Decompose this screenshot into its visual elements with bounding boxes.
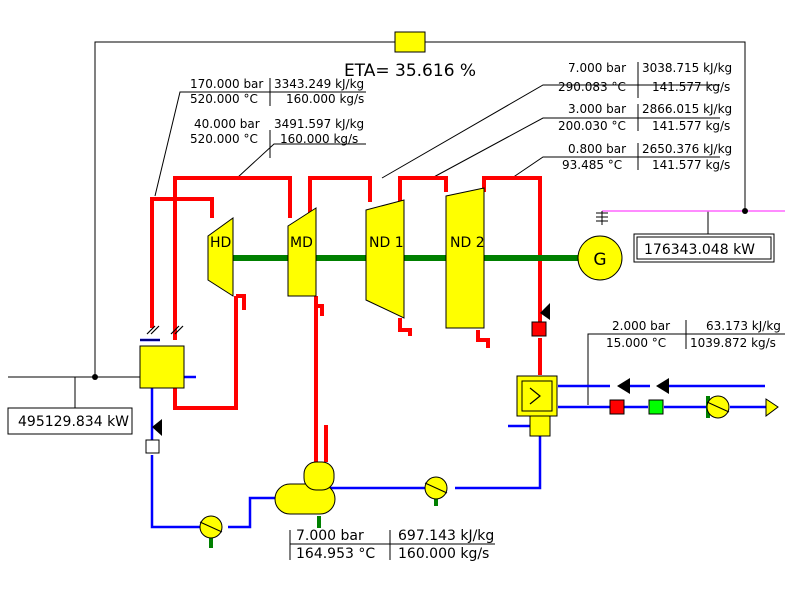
flow-arrow-icon (152, 419, 162, 436)
state-nd1-outlet: 3.000 bar 2866.015 kJ/kg 200.030 °C 141.… (558, 102, 732, 133)
boiler (139, 345, 185, 389)
junction-dot (92, 374, 98, 380)
md-label: MD (290, 235, 313, 251)
green-valve (648, 399, 664, 415)
boiler-power-box (7, 407, 133, 435)
svg-text:164.953 °C: 164.953 °C (296, 546, 375, 562)
svg-text:7.000 bar: 7.000 bar (568, 61, 626, 75)
generator-power-value: 176343.048 kW (644, 242, 755, 258)
generator (577, 235, 623, 281)
state-md-outlet: 7.000 bar 3038.715 kJ/kg 290.083 °C 141.… (558, 61, 732, 94)
flow-arrow-icon (540, 303, 550, 320)
efficiency-title: ETA= 35.616 % (344, 61, 476, 81)
nd2-turbine (445, 187, 485, 329)
svg-text:40.000 bar: 40.000 bar (194, 117, 260, 131)
svg-text:141.577 kg/s: 141.577 kg/s (652, 158, 730, 172)
cooling-inlet-marker (765, 398, 779, 417)
nd1-turbine (365, 199, 405, 319)
svg-text:290.083 °C: 290.083 °C (558, 80, 626, 94)
svg-text:7.000 bar: 7.000 bar (296, 528, 364, 544)
svg-text:93.485 °C: 93.485 °C (562, 158, 622, 172)
svg-text:3.000 bar: 3.000 bar (568, 102, 626, 116)
md-turbine (287, 207, 317, 297)
svg-text:200.030 °C: 200.030 °C (558, 119, 626, 133)
red-valve (609, 399, 625, 415)
hd-turbine (207, 217, 234, 297)
water-lines (140, 338, 766, 529)
svg-text:141.577 kg/s: 141.577 kg/s (652, 80, 730, 94)
flow-arrow-icon (617, 378, 630, 394)
generator-power-box (633, 233, 775, 263)
state-nd2-outlet: 0.800 bar 2650.376 kJ/kg 93.485 °C 141.5… (562, 142, 732, 172)
svg-text:3343.249 kJ/kg: 3343.249 kJ/kg (274, 77, 364, 91)
white-valve (145, 439, 160, 454)
svg-text:697.143 kJ/kg: 697.143 kJ/kg (398, 528, 494, 544)
heat-exchanger (516, 375, 558, 417)
state-cooling: 2.000 bar 63.173 kJ/kg 15.000 °C 1039.87… (606, 319, 781, 350)
svg-text:1039.872 kg/s: 1039.872 kg/s (690, 336, 776, 350)
svg-text:3038.715 kJ/kg: 3038.715 kJ/kg (642, 61, 732, 75)
generator-label: G (593, 250, 606, 270)
state-feedwater: 7.000 bar 697.143 kJ/kg 164.953 °C 160.0… (296, 528, 494, 562)
svg-text:520.000 °C: 520.000 °C (190, 92, 258, 106)
svg-text:160.000 kg/s: 160.000 kg/s (280, 132, 358, 146)
eta-indicator (394, 31, 426, 53)
svg-text:170.000 bar: 170.000 bar (190, 77, 263, 91)
steam-lines (150, 176, 542, 462)
svg-text:15.000 °C: 15.000 °C (606, 336, 666, 350)
junction-dot (742, 208, 748, 214)
state-table-lines (269, 62, 687, 560)
svg-text:2866.015 kJ/kg: 2866.015 kJ/kg (642, 102, 732, 116)
hd-label: HD (210, 235, 231, 251)
svg-text:0.800 bar: 0.800 bar (568, 142, 626, 156)
svg-text:2650.376 kJ/kg: 2650.376 kJ/kg (642, 142, 732, 156)
state-reheat: 40.000 bar 3491.597 kJ/kg 520.000 °C 160… (190, 117, 364, 146)
red-valve (531, 321, 547, 337)
svg-text:63.173 kJ/kg: 63.173 kJ/kg (706, 319, 781, 333)
svg-text:141.577 kg/s: 141.577 kg/s (652, 119, 730, 133)
nd2-label: ND 2 (450, 235, 485, 251)
svg-text:520.000 °C: 520.000 °C (190, 132, 258, 146)
nd1-label: ND 1 (369, 235, 404, 251)
flow-arrow-icon (656, 378, 669, 394)
svg-text:3491.597 kJ/kg: 3491.597 kJ/kg (274, 117, 364, 131)
state-hp-inlet: 170.000 bar 3343.249 kJ/kg 520.000 °C 16… (190, 77, 364, 106)
svg-text:2.000 bar: 2.000 bar (612, 319, 670, 333)
svg-text:160.000 kg/s: 160.000 kg/s (286, 92, 364, 106)
svg-text:160.000 kg/s: 160.000 kg/s (398, 546, 489, 562)
boiler-power-value: 495129.834 kW (18, 414, 129, 430)
